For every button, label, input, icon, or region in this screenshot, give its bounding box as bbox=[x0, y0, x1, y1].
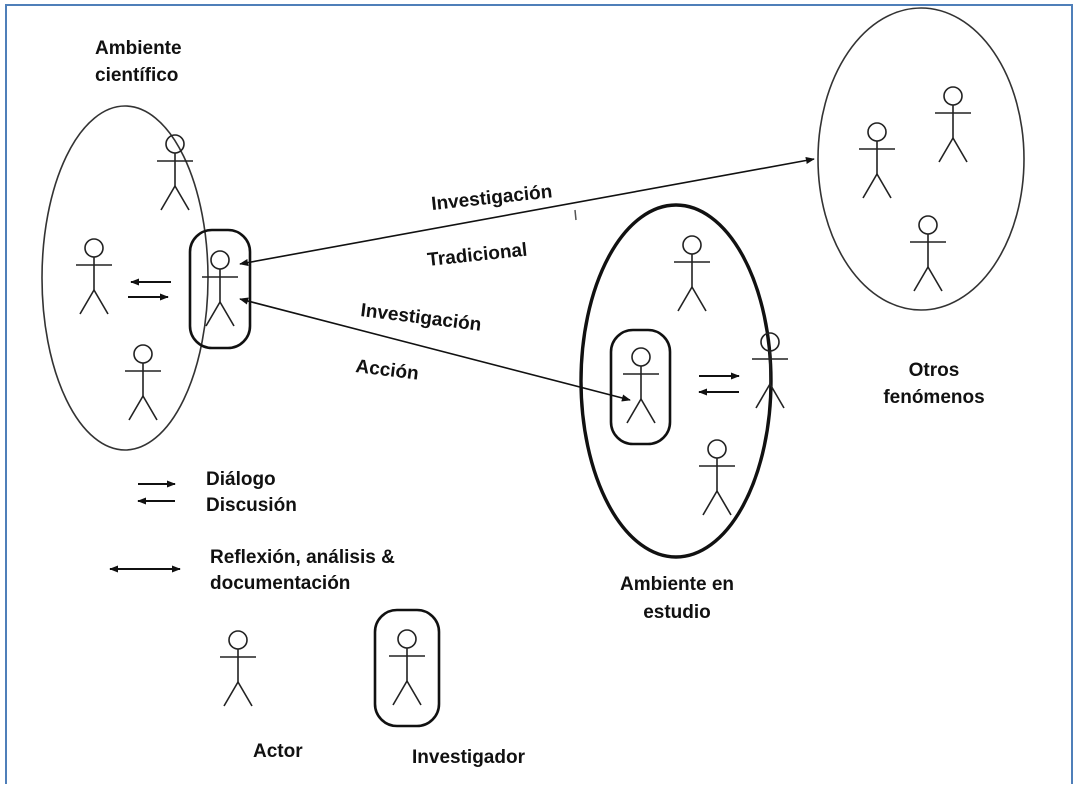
actor-figure bbox=[909, 215, 947, 292]
action-research-label: Acción bbox=[354, 356, 419, 385]
legend-actor-figure bbox=[219, 630, 257, 707]
study-environment-label: Ambiente en bbox=[620, 574, 734, 595]
action-research-label: Investigación bbox=[359, 300, 482, 336]
actor-figure bbox=[698, 439, 736, 516]
study-environment-ellipse bbox=[579, 203, 773, 559]
actor-figure bbox=[673, 235, 711, 312]
legend-discussion-label: Discusión bbox=[206, 495, 297, 516]
legend-actor-label: Actor bbox=[253, 741, 303, 762]
legend-reflection-label: Reflexión, análisis & bbox=[210, 547, 395, 568]
dialogue-arrows bbox=[698, 372, 740, 396]
legend-dialogue-label: Diálogo bbox=[206, 469, 276, 490]
scientific-environment-ellipse bbox=[41, 105, 209, 451]
researcher-figure bbox=[622, 347, 660, 424]
legend-researcher-figure bbox=[388, 629, 426, 706]
other-phenomena-ellipse bbox=[817, 7, 1025, 311]
actor-figure bbox=[156, 134, 194, 211]
scientific-environment-label: Ambiente bbox=[95, 38, 182, 59]
legend-researcher-label: Investigador bbox=[412, 747, 526, 768]
other-phenomena-label: Otros bbox=[909, 360, 960, 381]
legend-dialogue-arrows bbox=[137, 480, 176, 505]
action-research-arrow bbox=[239, 297, 631, 402]
actor-figure bbox=[934, 86, 972, 163]
traditional-research-arrow bbox=[239, 156, 815, 267]
actor-figure bbox=[124, 344, 162, 421]
actor-figure bbox=[75, 238, 113, 315]
other-phenomena-label: fenómenos bbox=[883, 387, 984, 408]
researcher-frame bbox=[188, 228, 252, 350]
dialogue-arrows bbox=[128, 278, 171, 301]
actor-figure bbox=[858, 122, 896, 199]
figure-frame bbox=[5, 4, 1073, 784]
traditional-research-label: Tradicional bbox=[426, 240, 528, 271]
scientific-environment-label: científico bbox=[95, 65, 178, 86]
stray-mark bbox=[574, 209, 577, 221]
legend-reflection-label: documentación bbox=[210, 573, 350, 594]
study-environment-label: estudio bbox=[643, 602, 711, 623]
legend-researcher-frame bbox=[373, 608, 441, 728]
